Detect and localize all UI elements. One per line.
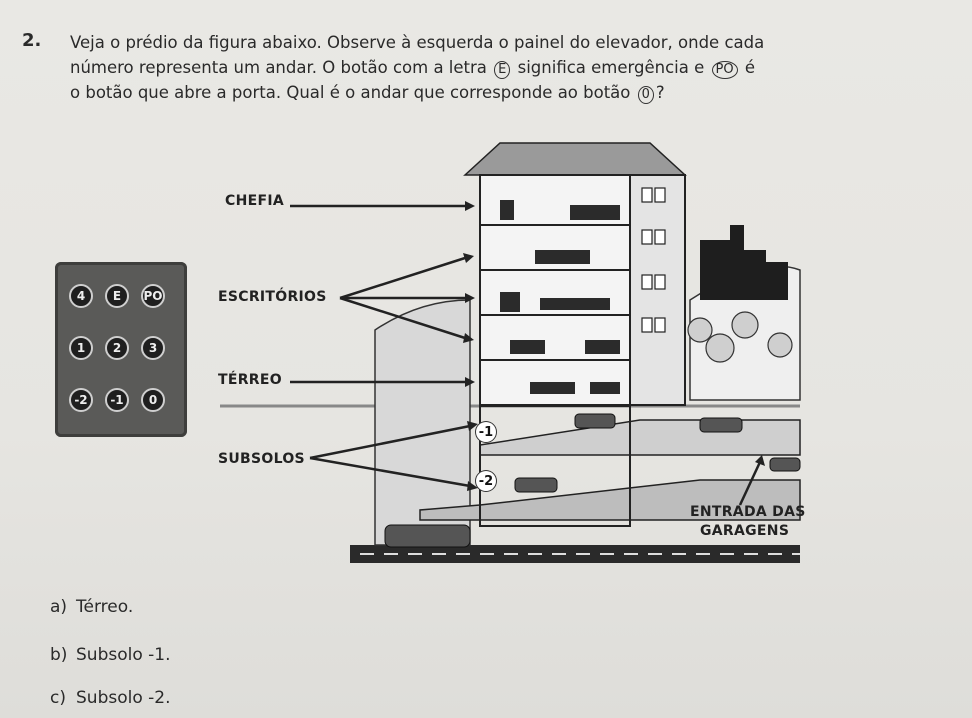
pointer-arrows	[290, 204, 762, 506]
street	[350, 545, 800, 563]
cars	[384, 413, 801, 548]
panel-button-2: 2	[105, 336, 129, 360]
basement-slab-1	[479, 419, 801, 456]
floor-minus2-marker: -2	[476, 471, 496, 491]
label-chefia: CHEFIA	[225, 193, 284, 209]
floor-lines	[480, 224, 630, 361]
label-subsolos: SUBSOLOS	[218, 451, 305, 467]
question-number: 2.	[22, 30, 42, 51]
label-entrada-2: GARAGENS	[700, 523, 790, 539]
stem-line-2a: número representa um andar. O botão com …	[70, 58, 487, 77]
panel-button-4: 4	[69, 284, 93, 308]
option-a-letter: a)	[50, 597, 68, 617]
panel-button-0: 0	[141, 388, 165, 412]
stem-line-2: número representa um andar. O botão com …	[70, 55, 870, 80]
label-escritorios: ESCRITÓRIOS	[218, 289, 327, 305]
option-c[interactable]: c) Subsolo -2.	[50, 688, 171, 708]
basement-slab-2	[419, 479, 801, 521]
stem-line-3a: o botão que abre a porta. Qual é o andar…	[70, 83, 631, 102]
panel-button-e: E	[105, 284, 129, 308]
roof	[463, 142, 687, 176]
symbol-po: PO	[711, 61, 738, 79]
building-side	[629, 174, 686, 406]
basement-wall	[479, 405, 631, 527]
panel-button-minus2: -2	[69, 388, 93, 412]
option-c-text: Subsolo -2.	[76, 688, 171, 708]
symbol-e: E	[494, 61, 511, 79]
panel-button-3: 3	[141, 336, 165, 360]
elevator-panel: 4 E PO 1 2 3 -2 -1 0	[55, 262, 187, 437]
trees	[687, 311, 793, 363]
question-stem: Veja o prédio da figura abaixo. Observe …	[70, 30, 870, 105]
option-b[interactable]: b) Subsolo -1.	[50, 645, 171, 665]
panel-button-minus1: -1	[105, 388, 129, 412]
panel-button-1: 1	[69, 336, 93, 360]
option-c-letter: c)	[50, 688, 66, 708]
stem-line-3: o botão que abre a porta. Qual é o andar…	[70, 80, 870, 105]
stem-line-2b: significa emergência e	[517, 58, 705, 77]
label-entrada-1: ENTRADA DAS	[690, 504, 806, 520]
floor-minus1-marker: -1	[476, 422, 496, 442]
furniture	[500, 200, 620, 394]
side-windows	[641, 187, 666, 333]
skyline	[700, 225, 788, 300]
label-terreo: TÉRREO	[218, 372, 282, 388]
stem-line-3b: ?	[655, 83, 665, 102]
panel-button-po: PO	[141, 284, 165, 308]
arrow-heads	[463, 201, 765, 491]
stem-line-2c: é	[744, 58, 755, 77]
stem-line-1: Veja o prédio da figura abaixo. Observe …	[70, 33, 765, 52]
symbol-zero: 0	[637, 86, 654, 104]
option-a-text: Térreo.	[76, 597, 134, 617]
option-a[interactable]: a) Térreo.	[50, 597, 133, 617]
option-b-letter: b)	[50, 645, 68, 665]
option-b-text: Subsolo -1.	[76, 645, 171, 665]
